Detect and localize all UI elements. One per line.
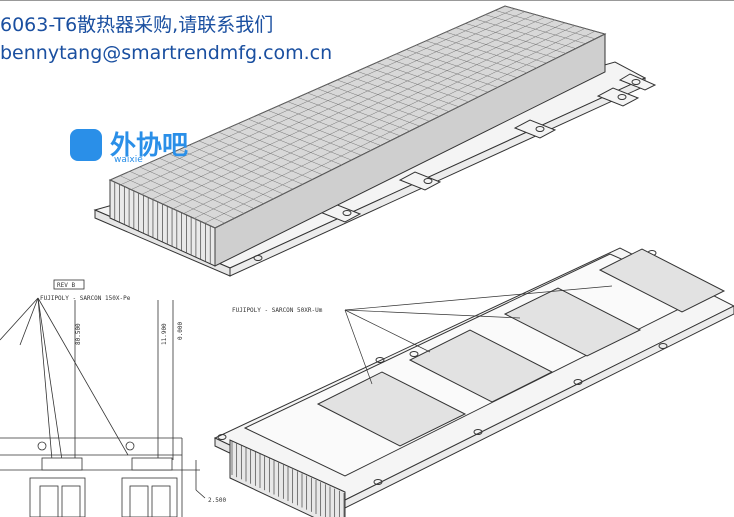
dim-0-000: 0.000	[177, 322, 184, 340]
contact-email[interactable]: bennytang@smartrendmfg.com.cn	[0, 42, 333, 64]
dim-11-900: 11.900	[161, 323, 168, 345]
material-label-left: FUJIPOLY - SARCON 150X-Pe	[40, 295, 131, 302]
top-heatsink	[93, 5, 657, 277]
watermark: 外协吧 waixie	[70, 125, 210, 167]
material-label-right: FUJIPOLY - SARCON 50XR-Um	[232, 307, 323, 314]
contact-headline: 6063-T6散热器采购,请联系我们	[0, 14, 274, 36]
left-detail-drawing	[0, 279, 206, 517]
right-heatsink	[213, 247, 734, 517]
watermark-logo-icon	[70, 129, 102, 161]
watermark-sub: waixie	[114, 155, 143, 165]
watermark-brand: 外协吧	[110, 131, 189, 161]
right-leaders	[344, 285, 613, 385]
rev-label: REV B	[57, 282, 75, 289]
top-rule	[0, 0, 734, 1]
dim-2-500: 2.500	[208, 497, 226, 504]
dim-80-500: 80.500	[75, 323, 82, 345]
